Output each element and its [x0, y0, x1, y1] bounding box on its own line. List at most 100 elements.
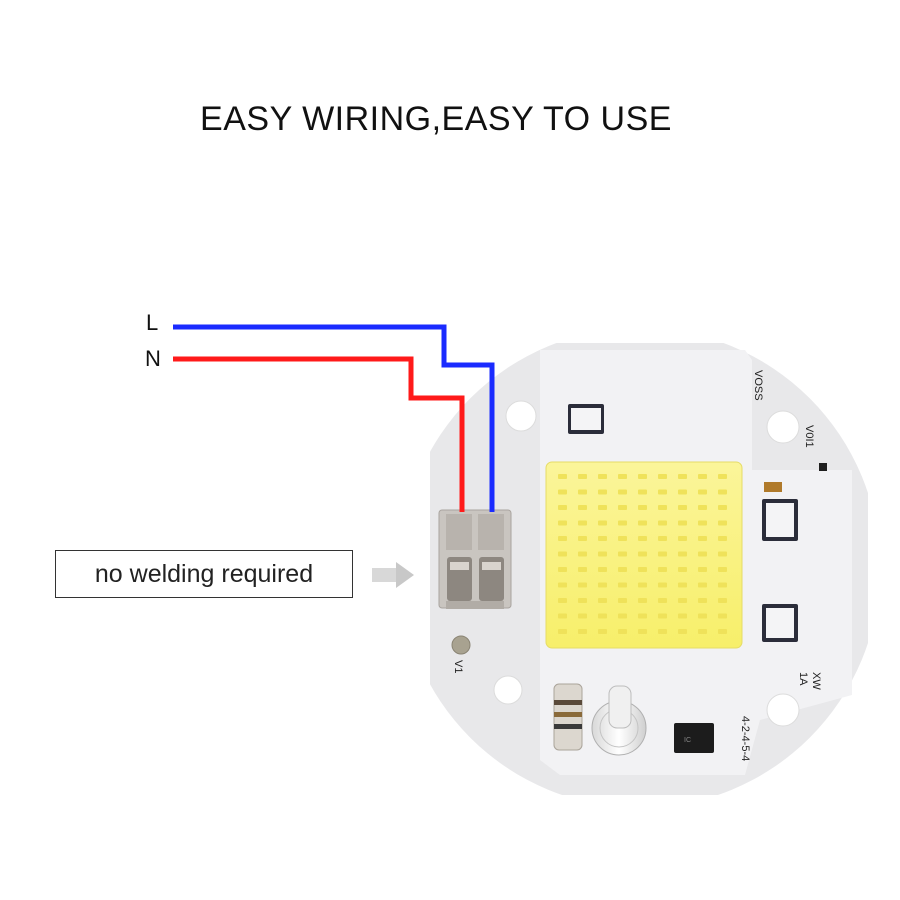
led-chip — [698, 489, 707, 495]
led-chip — [658, 567, 667, 572]
led-chip — [718, 489, 727, 495]
led-chip — [658, 505, 667, 510]
led-chip — [618, 505, 627, 510]
led-chip — [698, 505, 707, 510]
led-chip — [658, 536, 667, 541]
led-chip — [678, 629, 687, 634]
led-chip — [638, 567, 647, 572]
led-chip — [578, 536, 587, 541]
led-chip — [698, 598, 707, 603]
led-chip — [638, 582, 647, 588]
led-chip — [658, 613, 667, 619]
led-chip — [598, 489, 607, 495]
led-chip — [618, 567, 627, 572]
led-chip — [678, 551, 687, 557]
led-chip — [638, 489, 647, 495]
led-chip — [658, 629, 667, 634]
led-chip — [658, 520, 667, 526]
led-chip — [658, 551, 667, 557]
led-chip — [598, 505, 607, 510]
led-chip — [598, 582, 607, 588]
cob-led-board: IC VOSS V0I1 V1 XW 1A 4-2-4-5-4 — [430, 343, 868, 795]
led-chip — [718, 536, 727, 541]
led-chip — [578, 551, 587, 557]
led-chip — [638, 474, 647, 479]
led-chip — [558, 567, 567, 572]
led-chip — [678, 613, 687, 619]
no-welding-callout: no welding required — [55, 550, 353, 598]
led-chip — [558, 629, 567, 634]
led-chip — [678, 520, 687, 526]
led-chip — [638, 505, 647, 510]
led-chip — [658, 598, 667, 603]
led-chip — [658, 489, 667, 495]
led-chip — [698, 551, 707, 557]
led-chip — [698, 582, 707, 588]
led-chip — [578, 613, 587, 619]
led-chip — [678, 582, 687, 588]
led-chip — [618, 474, 627, 479]
marking-code: 4-2-4-5-4 — [739, 716, 751, 761]
led-chip — [678, 598, 687, 603]
led-chip — [718, 474, 727, 479]
led-chip — [578, 489, 587, 495]
led-chip — [698, 520, 707, 526]
led-chip — [638, 629, 647, 634]
led-chip — [718, 567, 727, 572]
led-chip — [718, 551, 727, 557]
led-chip — [598, 520, 607, 526]
solder-pad — [451, 635, 471, 655]
led-chip — [678, 536, 687, 541]
wire-n — [173, 356, 465, 512]
led-chip — [718, 613, 727, 619]
led-chip — [558, 536, 567, 541]
led-chip — [578, 567, 587, 572]
led-chip — [558, 613, 567, 619]
smd-component — [764, 482, 782, 492]
led-chip — [698, 629, 707, 634]
led-chip — [718, 598, 727, 603]
wire-label-n: N — [145, 346, 161, 371]
led-chip — [558, 505, 567, 510]
led-chip — [678, 505, 687, 510]
marking-1a: 1A — [797, 672, 809, 686]
led-chip — [578, 474, 587, 479]
led-chip — [698, 474, 707, 479]
callout-arrow — [372, 562, 414, 588]
led-chip — [638, 598, 647, 603]
led-chip — [638, 613, 647, 619]
led-chip — [658, 582, 667, 588]
led-chip — [618, 536, 627, 541]
marking-xw: XW — [810, 672, 822, 690]
led-chip — [698, 567, 707, 572]
led-chip — [678, 489, 687, 495]
led-chip — [618, 613, 627, 619]
led-chip — [638, 536, 647, 541]
led-chip — [578, 629, 587, 634]
ic-chip — [674, 723, 714, 753]
led-chip — [638, 551, 647, 557]
led-chip — [698, 613, 707, 619]
led-chip — [638, 520, 647, 526]
led-chip — [678, 474, 687, 479]
page-title: EASY WIRING,EASY TO USE — [200, 100, 672, 138]
svg-text:IC: IC — [684, 737, 691, 744]
marking-voss: VOSS — [752, 370, 764, 401]
led-chip — [558, 551, 567, 557]
led-chip — [618, 629, 627, 634]
led-chip — [598, 567, 607, 572]
led-chip — [618, 551, 627, 557]
marking-v1: V1 — [452, 660, 464, 673]
led-chip — [578, 582, 587, 588]
led-chip — [658, 474, 667, 479]
led-chip — [558, 582, 567, 588]
led-chip — [718, 629, 727, 634]
led-chip — [598, 551, 607, 557]
led-chip — [698, 536, 707, 541]
mount-hole-top-left — [505, 400, 537, 432]
led-chip — [618, 598, 627, 603]
led-chip — [558, 598, 567, 603]
marking-v0i1: V0I1 — [803, 425, 815, 448]
led-chip — [598, 629, 607, 634]
